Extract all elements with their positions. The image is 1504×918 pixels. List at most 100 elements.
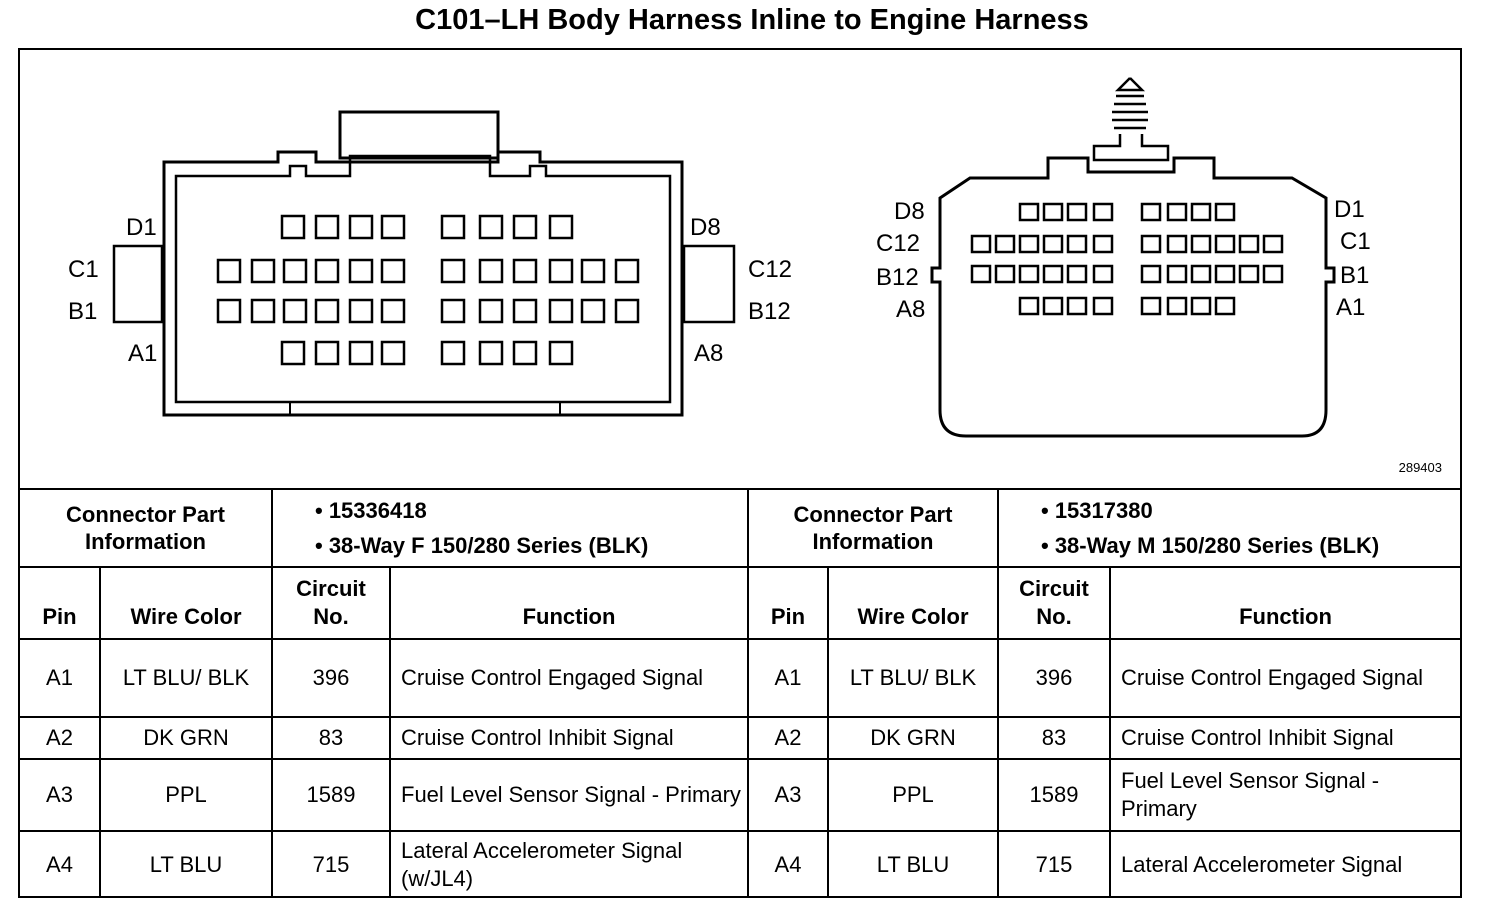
left-connector-face xyxy=(112,110,736,417)
pin-cavity xyxy=(1214,296,1236,316)
circuit-cell: 396 xyxy=(271,638,391,718)
pin-cavity xyxy=(1190,264,1212,284)
right-pin-label-d8: D8 xyxy=(894,198,925,225)
wire-color-cell: DK GRN xyxy=(99,716,273,760)
pin-cavity xyxy=(512,340,538,366)
wire-color-cell: DK GRN xyxy=(827,716,999,760)
pin-cavity xyxy=(548,340,574,366)
pin-cavity xyxy=(1238,264,1260,284)
pin-cavity xyxy=(1018,296,1040,316)
pin-cavity xyxy=(380,214,406,240)
column-header-wire-color: Wire Color xyxy=(99,566,273,640)
circuit-cell: 1589 xyxy=(271,758,391,832)
column-header-function: Function xyxy=(1109,566,1460,640)
pin-cavity xyxy=(1042,296,1064,316)
right-pin-label-d1: D1 xyxy=(1334,196,1365,223)
wire-color-cell: LT BLU xyxy=(99,830,273,897)
pin-cavity xyxy=(1262,234,1284,254)
pin-cavity xyxy=(580,298,606,324)
pin-cavity xyxy=(1238,234,1260,254)
pin-cavity xyxy=(994,264,1016,284)
wire-color-cell: LT BLU/ BLK xyxy=(99,638,273,718)
left-connector-lock-right xyxy=(682,244,736,324)
pin-cavity xyxy=(548,214,574,240)
connector-part-info-row: Connector Part Information • 15336418 • … xyxy=(20,488,1460,568)
pin-cavity xyxy=(440,298,466,324)
pin-cavity xyxy=(1066,296,1088,316)
right-connector-face xyxy=(930,77,1336,438)
pin-cavity xyxy=(314,340,340,366)
circuit-cell: 715 xyxy=(271,830,391,897)
pin-cavity xyxy=(380,258,406,284)
left-pin-label-b1: B1 xyxy=(68,298,98,325)
wire-color-cell: PPL xyxy=(827,758,999,832)
pin-cavity xyxy=(1190,202,1212,222)
pin-cavity xyxy=(280,214,306,240)
part-description: • 38-Way F 150/280 Series (BLK) xyxy=(315,533,649,558)
pin-cell: A1 xyxy=(20,638,101,718)
pin-cavity xyxy=(1262,264,1284,284)
function-cell: Fuel Level Sensor Signal - Primary xyxy=(389,758,749,832)
left-pin-label-c1: C1 xyxy=(68,256,99,283)
column-header-wire-color: Wire Color xyxy=(827,566,999,640)
right-pin-label-c1: C1 xyxy=(1340,228,1371,255)
connector-part-info-values: • 15336418 • 38-Way F 150/280 Series (BL… xyxy=(271,488,749,568)
pin-cell: A3 xyxy=(747,758,829,832)
column-header-circuit: Circuit No. xyxy=(271,566,391,640)
pin-cavity xyxy=(1018,202,1040,222)
left-connector-rim xyxy=(174,154,672,404)
circuit-cell: 83 xyxy=(997,716,1111,760)
column-header-pin: Pin xyxy=(747,566,829,640)
pin-cavity xyxy=(1140,264,1162,284)
pin-cavity xyxy=(478,298,504,324)
left-connector-latch xyxy=(338,110,500,160)
pin-cavity xyxy=(314,298,340,324)
left-pin-label-a8: A8 xyxy=(694,340,724,367)
part-number: • 15317380 xyxy=(1041,498,1153,523)
function-cell: Cruise Control Inhibit Signal xyxy=(1109,716,1460,760)
circuit-cell: 715 xyxy=(997,830,1111,897)
pin-cavity xyxy=(1092,296,1114,316)
pin-cavity xyxy=(250,298,276,324)
pin-cavity xyxy=(1190,296,1212,316)
pin-cavity xyxy=(512,258,538,284)
pin-cavity xyxy=(1092,264,1114,284)
pin-cavity xyxy=(1042,264,1064,284)
pin-cavity xyxy=(1140,234,1162,254)
right-pin-label-c12: C12 xyxy=(876,230,921,257)
function-cell: Lateral Accelerometer Signal xyxy=(1109,830,1460,897)
pin-cavity xyxy=(614,258,640,284)
pin-cavity xyxy=(216,298,242,324)
pin-cavity xyxy=(1166,264,1188,284)
pin-cavity xyxy=(548,298,574,324)
pin-cavity xyxy=(478,340,504,366)
pin-cavity xyxy=(1092,234,1114,254)
pin-cavity xyxy=(1166,202,1188,222)
right-pin-label-a1: A1 xyxy=(1336,294,1366,321)
pin-cell: A4 xyxy=(747,830,829,897)
pin-cavity xyxy=(970,264,992,284)
column-header-function: Function xyxy=(389,566,749,640)
pin-cavity xyxy=(348,258,374,284)
wire-color-cell: PPL xyxy=(99,758,273,832)
right-pin-label-b12: B12 xyxy=(876,264,919,291)
pin-cavity xyxy=(1190,234,1212,254)
figure-number: 289403 xyxy=(1398,460,1442,475)
connector-part-info-label: Connector Part Information xyxy=(20,488,273,568)
left-pin-label-b12: B12 xyxy=(748,298,791,325)
circuit-cell: 1589 xyxy=(997,758,1111,832)
pin-cell: A4 xyxy=(20,830,101,897)
pin-cavity xyxy=(1066,234,1088,254)
part-description: • 38-Way M 150/280 Series (BLK) xyxy=(1041,533,1380,558)
left-pin-label-d1: D1 xyxy=(126,214,157,241)
column-header-circuit: Circuit No. xyxy=(997,566,1111,640)
pin-cavity xyxy=(478,214,504,240)
function-cell: Cruise Control Inhibit Signal xyxy=(389,716,749,760)
pin-cavity xyxy=(440,258,466,284)
pin-cavity xyxy=(1214,264,1236,284)
right-connector-latch-spring xyxy=(1112,77,1148,130)
page-title: C101–LH Body Harness Inline to Engine Ha… xyxy=(415,4,1089,36)
pin-cavity xyxy=(1140,202,1162,222)
pin-cavity xyxy=(440,214,466,240)
pin-cavity xyxy=(348,340,374,366)
